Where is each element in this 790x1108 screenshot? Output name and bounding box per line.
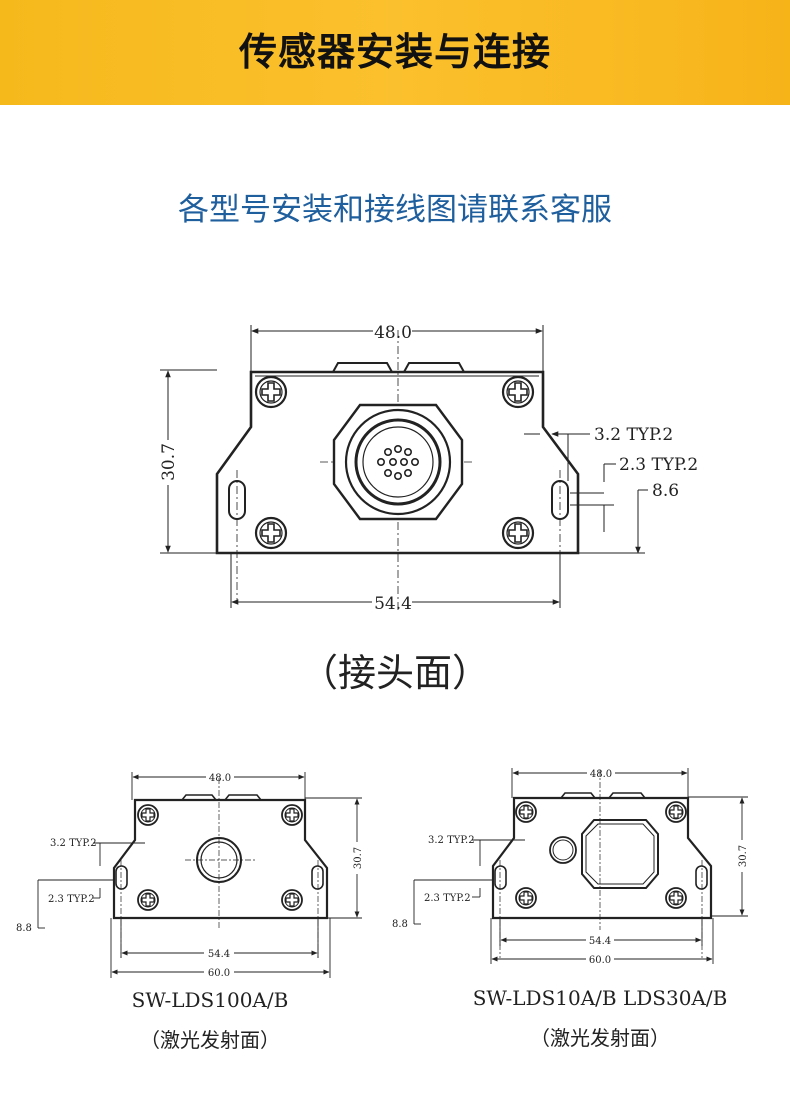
header-banner <box>0 0 790 105</box>
dim-a-inner: 54.4 <box>208 949 230 960</box>
screw-icon <box>501 516 535 550</box>
drawing-a-dimensions <box>37 772 362 978</box>
note-slot-height: 8.6 <box>652 481 679 501</box>
screw-icon <box>515 801 537 823</box>
contact-note: 各型号安装和接线图请联系客服 <box>178 192 612 228</box>
lens-icon <box>196 837 242 883</box>
screw-icon <box>254 516 288 550</box>
screw-icon <box>254 375 288 409</box>
dim-a-outer: 60.0 <box>208 968 230 979</box>
model-b-label: SW-LDS10A/B LDS30A/B <box>472 986 728 1010</box>
main-dimensions <box>160 325 648 608</box>
note-a-slot: 2.3 TYP.2 <box>48 894 95 905</box>
dim-a-height: 30.7 <box>353 847 364 869</box>
dim-b-inner: 54.4 <box>589 936 611 947</box>
drawing-b-caption: （激光发射面） <box>530 1026 670 1050</box>
connector-icon <box>376 444 419 480</box>
dim-height: 30.7 <box>159 443 179 481</box>
main-drawing-caption: （接头面） <box>299 651 490 695</box>
note-hole-dia: 3.2 TYP.2 <box>594 425 673 445</box>
note-a-height: 8.8 <box>16 923 32 934</box>
note-b-height: 8.8 <box>392 919 408 930</box>
dim-b-width: 48.0 <box>590 769 612 780</box>
page-title: 传感器安装与连接 <box>238 30 551 74</box>
note-slot-width: 2.3 TYP.2 <box>619 455 698 475</box>
screw-icon <box>137 804 159 826</box>
screw-icon <box>665 801 687 823</box>
dim-width: 48.0 <box>374 323 412 343</box>
screw-icon <box>281 804 303 826</box>
note-b-hole: 3.2 TYP.2 <box>428 835 475 846</box>
dim-a-width: 48.0 <box>209 773 231 784</box>
screw-icon <box>281 889 303 911</box>
lens-icon <box>549 836 577 864</box>
note-b-slot: 2.3 TYP.2 <box>424 893 471 904</box>
drawing-b <box>491 770 713 958</box>
main-drawing <box>215 330 580 610</box>
dim-b-height: 30.7 <box>738 845 749 867</box>
drawing-b-dimensions <box>413 768 748 964</box>
drawing-a-caption: （激光发射面） <box>140 1028 280 1052</box>
dim-b-outer: 60.0 <box>589 955 611 966</box>
model-a-label: SW-LDS100A/B <box>131 988 289 1012</box>
note-a-hole: 3.2 TYP.2 <box>50 838 97 849</box>
screw-icon <box>515 887 537 909</box>
screw-icon <box>665 887 687 909</box>
dim-bottom: 54.4 <box>374 594 412 614</box>
screw-icon <box>137 889 159 911</box>
screw-icon <box>501 375 535 409</box>
